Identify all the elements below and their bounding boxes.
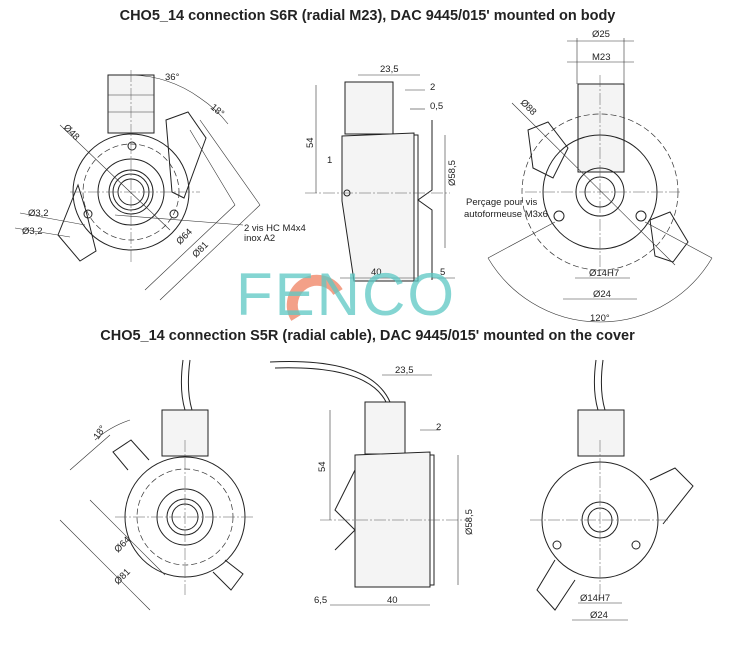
top-right-rear-view: Ø25 M23 Ø88 Perçage pour vis autoformeus… [464,29,713,324]
note-inox: inox A2 [244,233,275,244]
dim-18deg: 18° [208,102,226,120]
dim-d81-bottom: Ø81 [112,567,132,587]
dim-d14h7-bottom: Ø14H7 [580,593,610,604]
dim-1: 1 [327,155,332,166]
dim-5: 5 [440,267,445,278]
top-middle-side-view: 23,5 2 0,5 54 1 Ø58,5 40 5 [305,64,458,282]
dim-54: 54 [305,137,316,148]
dim-d14h7: Ø14H7 [589,268,619,279]
title-bottom: CHO5_14 connection S5R (radial cable), D… [100,328,635,344]
dim-d3-2-b: Ø3,2 [22,226,43,237]
dim-54-bottom: 54 [317,461,328,472]
dim-d25: Ø25 [592,29,610,40]
note-self-tapping: autoformeuse M3x6 [464,209,548,220]
bottom-middle-side-view: 23,5 2 54 Ø58,5 6,5 40 [269,361,475,606]
dim-40: 40 [371,267,382,278]
dim-0-5: 0,5 [430,101,443,112]
dim-d3-2-a: Ø3,2 [28,208,49,219]
dim-40-bottom: 40 [387,595,398,606]
note-drilling: Perçage pour vis [466,197,538,208]
watermark-logo: FENCO [236,261,456,328]
title-top: CHO5_14 connection S6R (radial M23), DAC… [119,8,616,24]
dim-2: 2 [430,82,435,93]
bottom-left-front-view: 18° Ø64 Ø81 [59,359,255,611]
dim-d58-5-bottom: Ø58,5 [464,509,475,535]
note-screws: 2 vis HC M4x4 [244,223,306,234]
top-left-front-view: 36° 18° Ø48 Ø3,2 Ø3,2 Ø64 Ø81 2 vis HC M… [14,70,306,301]
dim-d81: Ø81 [190,240,210,260]
dim-d64-bottom: Ø64 [112,535,132,555]
dim-120deg: 120° [590,313,610,324]
watermark-arc [286,274,343,321]
dim-m23: M23 [592,52,610,63]
dim-18deg-bottom: 18° [91,423,108,441]
dim-6-5: 6,5 [314,595,327,606]
dim-23-5: 23,5 [380,64,399,75]
dim-2-bottom: 2 [436,422,441,433]
dim-d88: Ø88 [518,97,538,117]
dim-23-5-bottom: 23,5 [395,365,414,376]
dim-d64: Ø64 [174,227,194,247]
dim-d58-5: Ø58,5 [447,160,458,186]
dim-d48: Ø48 [61,122,81,142]
dim-36deg: 36° [165,72,180,83]
bottom-right-rear-view: Ø14H7 Ø24 [530,359,694,621]
dim-d24: Ø24 [593,289,611,300]
dim-d24-bottom: Ø24 [590,610,608,621]
